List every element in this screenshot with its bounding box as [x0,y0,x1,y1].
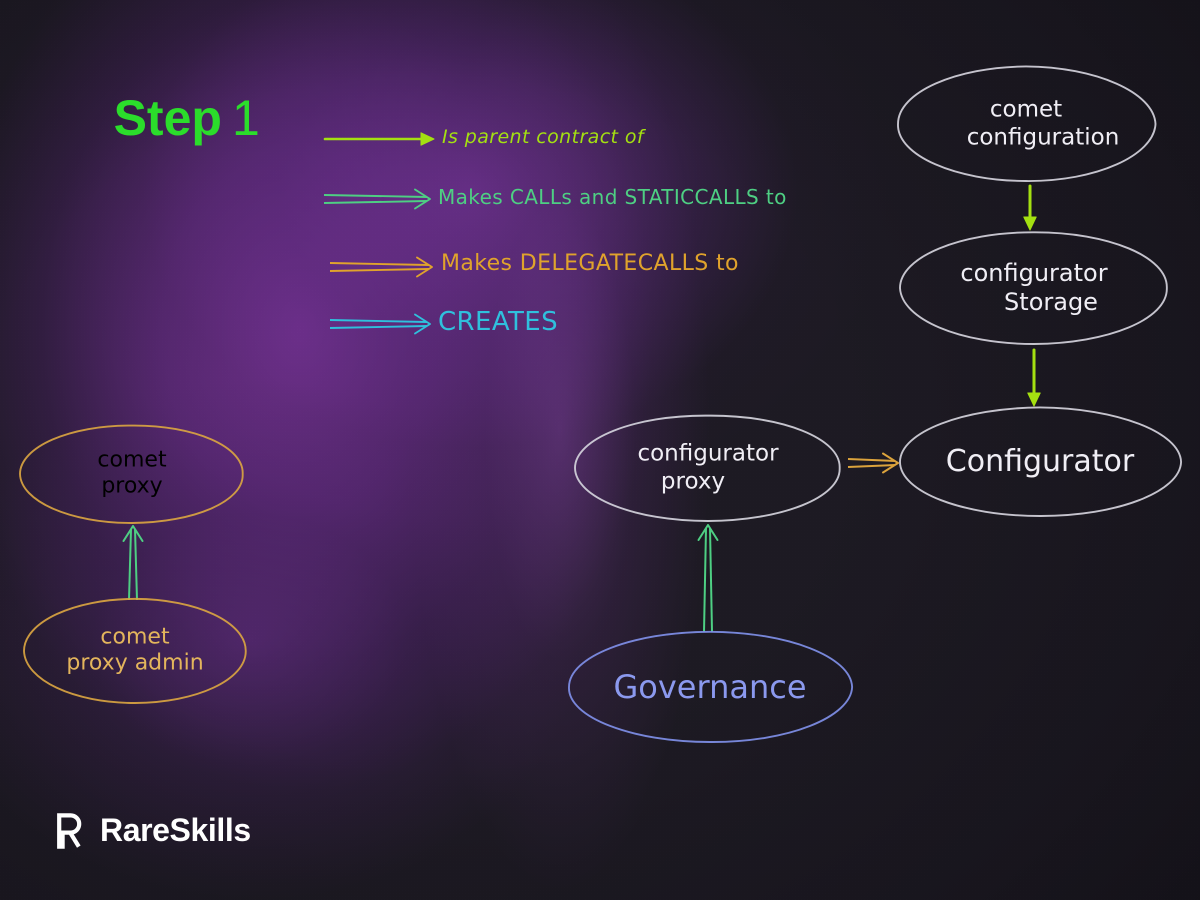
legend-arrow-makes-calls-and-staticcalls-to-head [414,188,431,210]
node-ellipse-configurator-storage [899,231,1168,345]
rareskills-r-mark-icon [57,812,82,849]
edge-comet-configuration-to-configurator-storage [1023,184,1037,231]
legend-arrow-is-parent-contract-of [323,132,435,146]
legend-arrow-creates-shaft [329,325,428,329]
node-ellipse-comet-proxy-admin [23,597,247,704]
edge-governance-to-configurator-proxy-shaft [709,527,713,633]
edge-comet-proxy-admin-to-comet-proxy-shaft [134,528,138,601]
legend-arrow-makes-calls-and-staticcalls-to [323,188,431,210]
node-ellipse-configurator [899,406,1183,517]
legend-arrow-makes-delegatecalls-to-shaft [329,262,430,266]
page-title-number: 1 [231,90,260,146]
rareskills-wordmark: RareSkills [100,812,251,848]
node-ellipse-comet-configuration [897,65,1157,182]
edge-comet-proxy-admin-to-comet-proxy-head [122,525,144,542]
edge-configurator-storage-to-configurator-head [1027,392,1041,407]
rareskills-logo[interactable]: RareSkills [56,812,251,849]
node-ellipse-governance [568,630,854,743]
node-ellipse-comet-proxy [19,424,244,524]
legend-arrow-makes-delegatecalls-to-head [416,256,433,278]
legend-arrow-makes-delegatecalls-to [329,256,433,278]
edge-configurator-proxy-to-configurator [847,452,899,474]
edge-configurator-proxy-to-configurator-shaft [847,458,896,462]
edge-configurator-storage-to-configurator [1027,348,1041,407]
edge-configurator-proxy-to-configurator-shaft [847,464,896,468]
edge-comet-proxy-admin-to-comet-proxy [122,525,144,601]
legend-arrow-is-parent-contract-of-head [420,132,435,146]
edge-comet-configuration-to-configurator-storage-head [1023,216,1037,231]
edge-configurator-proxy-to-configurator-head [882,452,899,474]
legend-arrow-creates-head [414,313,431,335]
edge-governance-to-configurator-proxy-head [697,524,719,541]
legend-arrow-makes-delegatecalls-to-shaft [329,268,430,272]
edge-comet-proxy-admin-to-comet-proxy-shaft [128,528,132,601]
legend-arrow-makes-calls-and-staticcalls-to-shaft [323,194,428,198]
edge-governance-to-configurator-proxy [697,524,719,633]
legend-arrow-creates [329,313,431,335]
legend-arrow-creates-shaft [329,319,428,323]
page-title-word: Step [113,90,222,146]
node-ellipse-configurator-proxy [574,414,841,522]
edge-governance-to-configurator-proxy-shaft [703,527,707,633]
legend-arrow-makes-calls-and-staticcalls-to-shaft [323,200,428,204]
